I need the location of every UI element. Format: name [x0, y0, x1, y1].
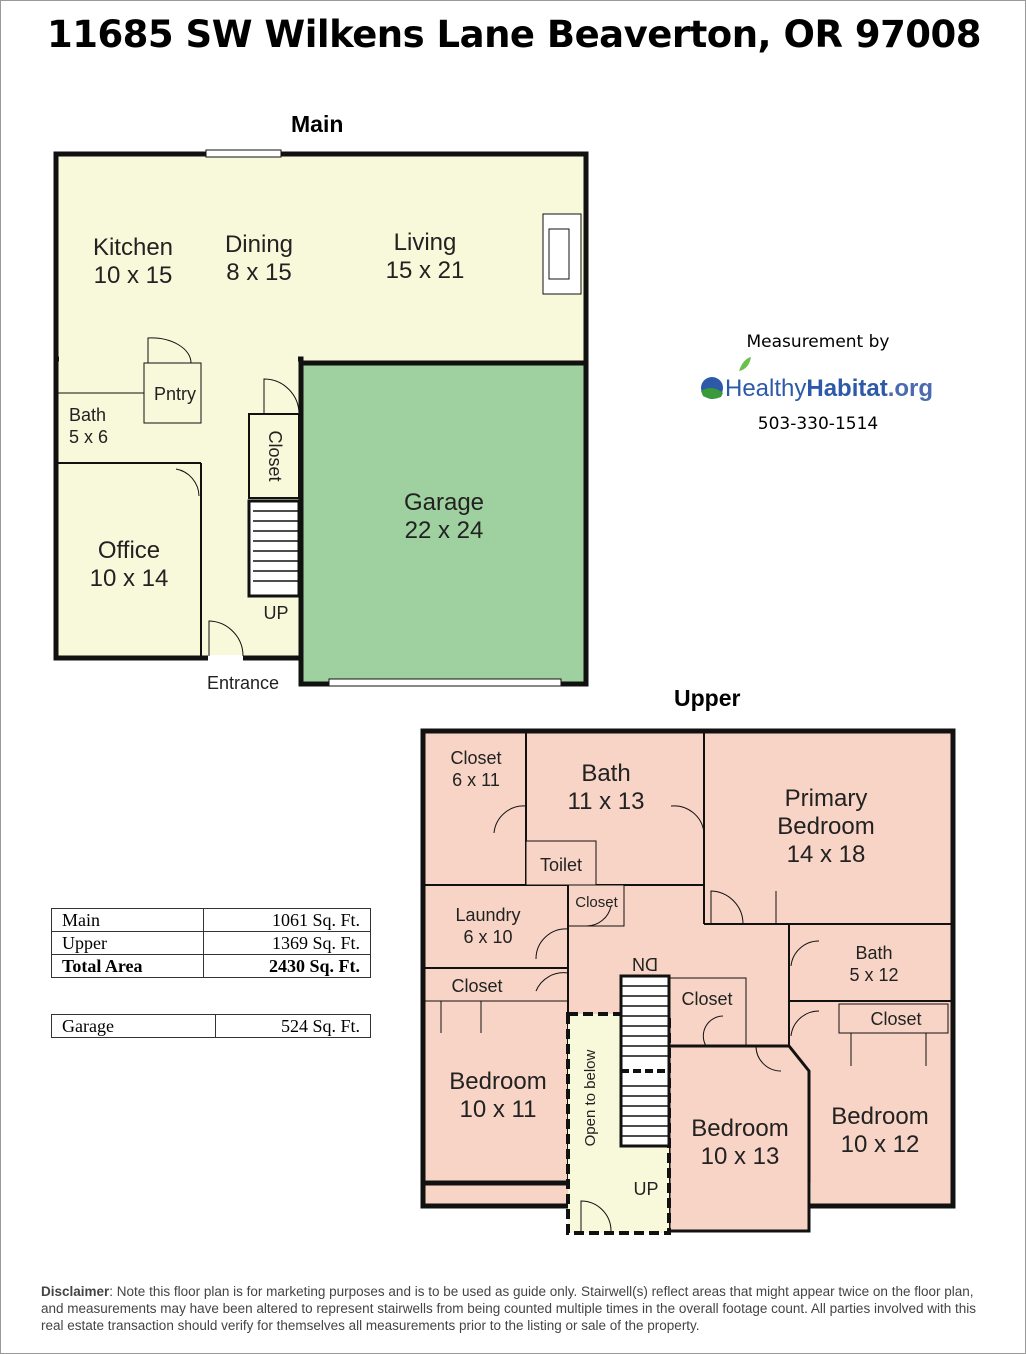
main-stairs	[247, 499, 301, 598]
area-label: Upper	[51, 931, 204, 955]
page-title: 11685 SW Wilkens Lane Beaverton, OR 9700…	[46, 13, 982, 56]
entrance-door-gap	[208, 655, 243, 661]
area-value: 524 Sq. Ft.	[215, 1014, 371, 1038]
disclaimer-label: Disclaimer	[41, 1284, 110, 1299]
stairs-up-label: UP	[263, 603, 289, 623]
room-dim: 6 x 10	[463, 927, 513, 947]
room-name: Office	[97, 537, 161, 564]
measurement-by: Measurement by	[746, 332, 890, 352]
room-name: Bath	[69, 405, 107, 425]
logo-text-b: Habitat	[806, 375, 888, 402]
area-value: 1061 Sq. Ft.	[202, 908, 372, 932]
measurement-phone: 503-330-1514	[757, 414, 879, 434]
room-name: Bedroom	[777, 813, 875, 840]
room-dim: 5 x 12	[849, 965, 899, 985]
area-label: Main	[51, 908, 204, 932]
room-dim: 10 x 15	[93, 262, 173, 289]
upper-floor	[420, 728, 956, 1235]
sliding-door	[205, 149, 282, 158]
room-dim: 6 x 11	[452, 770, 500, 790]
upper-closet-mid	[668, 977, 747, 1047]
area-value: 2430 Sq. Ft.	[202, 954, 372, 978]
logo-icon	[701, 357, 751, 399]
area-label: Garage	[51, 1014, 216, 1038]
room-dim: 10 x 14	[89, 565, 169, 592]
room-name: Bedroom	[449, 1068, 547, 1095]
pantry-room	[143, 362, 202, 424]
disclaimer: Disclaimer: Note this floor plan is for …	[41, 1283, 991, 1334]
room-name: Bedroom	[831, 1103, 929, 1130]
room-dim: 15 x 21	[385, 257, 465, 284]
garage-room	[298, 360, 589, 687]
room-dim: 10 x 11	[459, 1096, 537, 1123]
room-closet-left: Closet	[451, 976, 503, 996]
room-name: Bath	[581, 760, 631, 787]
room-dim: 10 x 12	[840, 1131, 920, 1158]
room-name: Bath	[855, 943, 893, 963]
open-to-below-label: Open to below	[582, 1049, 599, 1147]
room-dim: 10 x 13	[700, 1143, 780, 1170]
main-living-area	[53, 151, 589, 366]
upper-closet-right	[838, 1003, 949, 1034]
upper-floor-heading: Upper	[674, 685, 741, 711]
upper-stairs-up-label: UP	[633, 1179, 659, 1199]
room-dim: 5 x 6	[69, 427, 109, 447]
healthy-habitat-logo: HealthyHabitat.org	[725, 375, 933, 403]
room-dim: 14 x 18	[786, 841, 866, 868]
room-name: Garage	[403, 489, 485, 516]
room-closet-right: Closet	[870, 1009, 922, 1029]
main-floor	[53, 149, 589, 687]
garage-door	[328, 678, 562, 687]
disclaimer-text: : Note this floor plan is for marketing …	[41, 1284, 976, 1333]
upper-stairs	[619, 974, 671, 1148]
room-dim: 8 x 15	[226, 259, 292, 286]
entrance-label: Entrance	[206, 673, 280, 693]
room-name: Closet	[450, 748, 502, 768]
room-name: Living	[393, 229, 457, 256]
room-dim: 11 x 13	[567, 788, 645, 815]
room-name: Bedroom	[691, 1115, 789, 1142]
area-label: Total Area	[51, 954, 204, 978]
room-name: Kitchen	[92, 234, 174, 261]
area-value: 1369 Sq. Ft.	[202, 931, 372, 955]
main-floor-heading: Main	[291, 111, 344, 137]
room-name: Laundry	[455, 905, 521, 925]
logo-text-a: Healthy	[725, 375, 807, 402]
stairs-dn-label: DN	[632, 954, 658, 974]
room-closet-laundry: Closet	[575, 894, 618, 911]
room-toilet: Toilet	[539, 855, 583, 875]
logo-text-c: .org	[887, 375, 934, 402]
room-pantry: Pntry	[153, 384, 196, 404]
room-closet-mid: Closet	[681, 989, 733, 1009]
main-fill-patch	[59, 356, 298, 366]
main-closet-room	[248, 413, 300, 499]
room-closet-main: Closet	[265, 430, 285, 482]
room-name: Dining	[224, 231, 294, 258]
room-dim: 22 x 24	[404, 517, 484, 544]
toilet-room	[525, 840, 597, 886]
room-name: Primary	[784, 785, 868, 812]
